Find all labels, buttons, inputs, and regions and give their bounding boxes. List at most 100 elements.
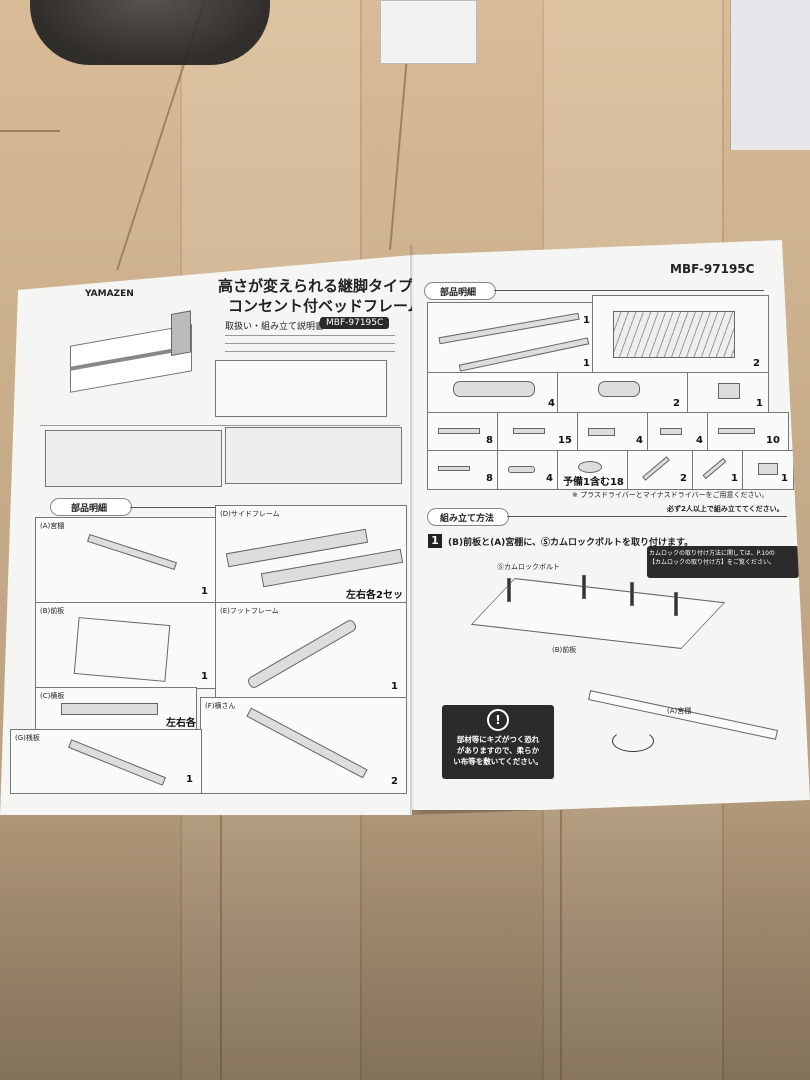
leg-part bbox=[598, 381, 640, 397]
side-board-part bbox=[61, 703, 158, 715]
rail-part bbox=[458, 337, 590, 372]
part-cell-a: (A)宮棚 1 bbox=[35, 517, 217, 604]
part-label: (F)横さん bbox=[205, 702, 236, 710]
subtitle: 取扱い・組み立て説明書 bbox=[225, 322, 325, 332]
rail-part bbox=[438, 312, 580, 345]
tool-part bbox=[758, 463, 778, 475]
caution-text-block bbox=[225, 427, 402, 484]
cam-lock-note: カムロックの取り付け方法に関しては、P.10の 【カムロックの取り付け方】をご覧… bbox=[647, 546, 799, 578]
part-label: (B)前板 bbox=[40, 607, 65, 615]
floor-shadow bbox=[0, 800, 810, 1080]
parts-header: 部品明細 bbox=[440, 288, 477, 298]
bolt-drawing bbox=[674, 592, 678, 616]
headboard-part bbox=[87, 533, 177, 571]
part-qty: 1 bbox=[731, 473, 738, 484]
part-cell-connector: 1 bbox=[687, 372, 769, 414]
part-qty: 8 bbox=[486, 435, 493, 446]
wire-basket bbox=[30, 0, 270, 65]
cam-bolt-part bbox=[718, 428, 755, 434]
bolt-label: Ⓢカムロックボルト bbox=[497, 563, 560, 571]
title-line1: 高さが変えられる継脚タイプ bbox=[218, 277, 414, 295]
manual-right-page: MBF-97195C 部品明細 1 1 2 4 2 1 8 15 4 4 bbox=[412, 240, 810, 810]
part-qty: 4 bbox=[548, 398, 555, 409]
parts-header-pill: 部品明細 bbox=[50, 498, 132, 516]
cam-note-line1: カムロックの取り付け方法に関しては、P.10の bbox=[649, 550, 775, 557]
part-cell-screw: 8 bbox=[427, 450, 499, 490]
part-cell-dowel: 4 bbox=[497, 450, 559, 490]
text-line bbox=[225, 351, 395, 352]
part-qty: 2 bbox=[753, 358, 760, 369]
bolt-drawing bbox=[582, 575, 586, 599]
felt-part bbox=[578, 461, 602, 473]
part-cell-bolt-d: 4 bbox=[647, 412, 709, 452]
slat-part bbox=[68, 739, 166, 786]
dowel-part bbox=[508, 466, 535, 473]
bolt-part bbox=[588, 428, 615, 436]
wrench-part bbox=[702, 457, 727, 480]
part-cell-wrench-a: 2 bbox=[627, 450, 694, 490]
warning-line2: がありますので、柔らか bbox=[456, 746, 540, 755]
part-qty: 1 bbox=[201, 671, 208, 682]
front-board-part bbox=[73, 617, 171, 682]
part-qty: 1 bbox=[201, 586, 208, 597]
cross-bar-part bbox=[246, 707, 368, 779]
connector-part bbox=[718, 383, 740, 399]
part-cell-bolt-c: 4 bbox=[577, 412, 649, 452]
part-qty: 4 bbox=[696, 435, 703, 446]
white-box bbox=[380, 0, 477, 64]
parts-header: 部品明細 bbox=[71, 504, 108, 514]
bolt-part bbox=[660, 428, 682, 435]
part-qty: 15 bbox=[558, 435, 572, 446]
part-cell-bolt-b: 15 bbox=[497, 412, 579, 452]
floor-seam bbox=[0, 130, 60, 132]
spec-table bbox=[215, 360, 387, 417]
part-qty: 予備1含む18 bbox=[563, 477, 624, 488]
bolt-drawing bbox=[507, 578, 511, 602]
bolt-drawing bbox=[630, 582, 634, 606]
part-qty: 4 bbox=[546, 473, 553, 484]
bolt-part bbox=[438, 428, 480, 434]
warning-line1: 部材等にキズがつく恐れ bbox=[456, 735, 540, 744]
part-qty: 1 bbox=[781, 473, 788, 484]
slats-part bbox=[613, 311, 735, 358]
part-qty: 4 bbox=[636, 435, 643, 446]
part-cell-rails: 1 1 bbox=[427, 302, 594, 374]
manual-left-page: YAMAZEN 高さが変えられる継脚タイプ コンセント付ベッドフレーム 取扱い・… bbox=[0, 255, 412, 815]
page-fold bbox=[410, 245, 414, 815]
leg-part bbox=[453, 381, 535, 397]
foot-frame-part bbox=[246, 618, 358, 690]
warning-line3: い布等を敷いてください。 bbox=[453, 757, 543, 766]
step-text: (B)前板と(A)宮棚に、Ⓢカムロックボルトを取り付けます。 bbox=[448, 538, 694, 548]
part-cell-g: (G)桟板 1 bbox=[10, 729, 202, 794]
part-label: (E)フットフレーム bbox=[220, 607, 279, 615]
bolt-part bbox=[513, 428, 545, 434]
part-qty: 2 bbox=[673, 398, 680, 409]
text-line bbox=[40, 425, 400, 426]
part-qty: 1 bbox=[756, 398, 763, 409]
header-rule bbox=[494, 290, 764, 291]
warning-text-block bbox=[45, 430, 222, 487]
part-cell-c: (C)横板 左右各1 bbox=[35, 687, 197, 740]
warning-box: ! 部材等にキズがつく恐れ がありますので、柔らか い布等を敷いてください。 bbox=[442, 705, 554, 779]
cam-note-line2: 【カムロックの取り付け方】をご覧ください。 bbox=[649, 559, 776, 566]
part-label: (A)宮棚 bbox=[40, 522, 65, 530]
part-cell-d: (D)サイドフレーム 左右各2セット bbox=[215, 505, 407, 616]
part-qty: 8 bbox=[486, 473, 493, 484]
part-cell-tool: 1 bbox=[742, 450, 794, 490]
text-line bbox=[225, 335, 395, 336]
tool-footnote: ※ プラスドライバーとマイナスドライバーをご用意ください。 bbox=[572, 491, 769, 499]
parts-header-pill: 部品明細 bbox=[424, 282, 496, 300]
bed-illustration bbox=[70, 310, 192, 393]
part-qty: 2 bbox=[680, 473, 687, 484]
part-cell-leg-short: 2 bbox=[557, 372, 689, 414]
brand-logo: YAMAZEN bbox=[85, 289, 134, 299]
text-line bbox=[225, 343, 395, 344]
part-cell-bolt-a: 8 bbox=[427, 412, 499, 452]
assembly-header-pill: 組み立て方法 bbox=[427, 508, 509, 526]
part-cell-slats: 2 bbox=[592, 295, 769, 374]
part-qty: 1 bbox=[391, 681, 398, 692]
part-qty: 2 bbox=[391, 776, 398, 787]
part-cell-leg-long: 4 bbox=[427, 372, 559, 414]
part-cell-b: (B)前板 1 bbox=[35, 602, 217, 689]
step-number: 1 bbox=[428, 534, 442, 548]
